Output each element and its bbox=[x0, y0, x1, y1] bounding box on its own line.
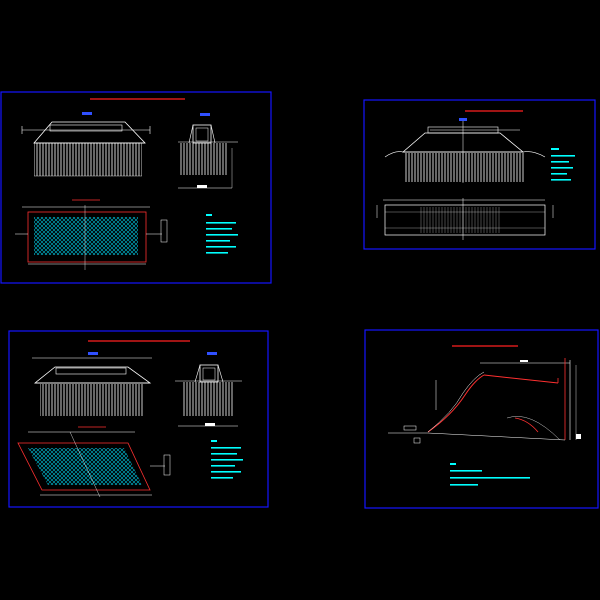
sheet-2-frame bbox=[363, 99, 596, 250]
sheet-3 bbox=[8, 330, 269, 508]
sheet-1-section bbox=[178, 113, 238, 189]
sheet-1-elevation bbox=[21, 112, 151, 177]
sheet-2-elevation bbox=[384, 118, 546, 183]
sheet-3-frame bbox=[8, 330, 269, 508]
sheet-3-notes bbox=[211, 440, 243, 479]
sheet-1 bbox=[0, 91, 272, 284]
sheet-4-frame bbox=[364, 329, 599, 509]
sheet-4-profile bbox=[388, 358, 581, 444]
sheet-3-plan bbox=[17, 426, 171, 498]
sheet-3-elevation bbox=[32, 352, 152, 416]
sheet-1-notes bbox=[206, 214, 238, 254]
sheet-2-plan bbox=[376, 198, 554, 240]
sheet-3-section bbox=[175, 352, 242, 427]
sheet-4-notes bbox=[450, 463, 530, 486]
sheet-1-plan bbox=[15, 199, 168, 270]
sheet-2 bbox=[363, 99, 596, 250]
sheet-4 bbox=[364, 329, 599, 509]
sheet-2-notes bbox=[551, 148, 575, 181]
sheet-1-frame bbox=[0, 91, 272, 284]
